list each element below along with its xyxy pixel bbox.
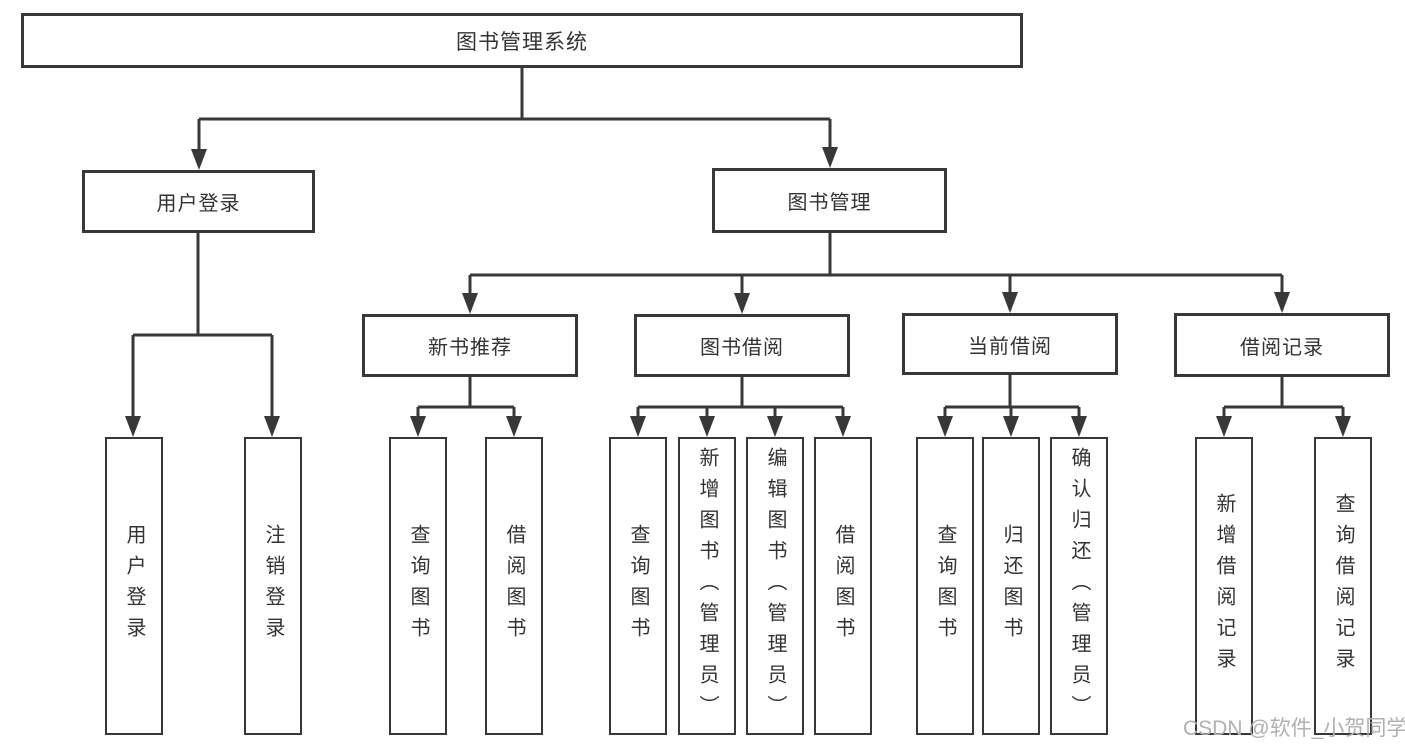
leaf-nb-borrow-books-label: 借阅图书: [503, 524, 525, 648]
csdn-watermark: CSDN @软件_小贺同学: [1183, 717, 1405, 740]
leaf-cb-query-books-label: 查询图书: [934, 524, 956, 648]
node-current-borrowing-label: 当前借阅: [968, 335, 1052, 358]
leaf-bb-add-books-admin-label: 新增图书（管理员）: [696, 446, 718, 726]
node-book-borrowing-label: 图书借阅: [700, 337, 784, 359]
leaf-user-login-label: 用户登录: [123, 524, 145, 648]
leaf-nb-borrow-books: 借阅图书: [485, 437, 543, 735]
leaf-bb-query-books-label: 查询图书: [627, 524, 649, 648]
leaf-br-add-record: 新增借阅记录: [1195, 437, 1253, 735]
leaf-bb-query-books: 查询图书: [609, 437, 667, 735]
node-root-system-label: 图书管理系统: [456, 30, 588, 54]
leaf-bb-borrow-books-label: 借阅图书: [832, 524, 854, 648]
leaf-nb-query-books: 查询图书: [389, 437, 447, 735]
leaf-user-login: 用户登录: [105, 437, 163, 735]
node-borrowing-records: 借阅记录: [1174, 313, 1390, 377]
arrow-down-icon: [125, 147, 1351, 437]
leaf-bb-edit-books-admin-label: 编辑图书（管理员）: [764, 446, 786, 726]
leaf-cb-confirm-return-admin: 确认归还（管理员）: [1050, 437, 1108, 735]
node-book-management: 图书管理: [712, 168, 947, 233]
leaf-br-query-record: 查询借阅记录: [1314, 437, 1372, 735]
leaf-nb-query-books-label: 查询图书: [407, 524, 429, 648]
leaf-cb-return-books: 归还图书: [982, 437, 1040, 735]
node-book-management-label: 图书管理: [787, 192, 872, 214]
leaf-br-query-record-label: 查询借阅记录: [1332, 493, 1354, 679]
leaf-br-add-record-label: 新增借阅记录: [1213, 493, 1235, 679]
leaf-bb-edit-books-admin: 编辑图书（管理员）: [746, 437, 804, 735]
leaf-logout: 注销登录: [244, 437, 302, 735]
tree-edges: [131, 68, 1345, 433]
leaf-cb-confirm-return-admin-label: 确认归还（管理员）: [1068, 446, 1090, 726]
node-new-book-recommend: 新书推荐: [362, 314, 578, 377]
node-user-login-label: 用户登录: [156, 193, 241, 215]
node-user-login: 用户登录: [82, 170, 315, 233]
leaf-cb-query-books: 查询图书: [916, 437, 974, 735]
leaf-cb-return-books-label: 归还图书: [1000, 524, 1022, 648]
node-borrowing-records-label: 借阅记录: [1240, 336, 1324, 359]
leaf-bb-borrow-books: 借阅图书: [814, 437, 872, 735]
node-root-system: 图书管理系统: [21, 13, 1023, 68]
node-new-book-recommend-label: 新书推荐: [428, 337, 512, 359]
node-current-borrowing: 当前借阅: [902, 313, 1118, 375]
leaf-logout-label: 注销登录: [262, 524, 284, 648]
node-book-borrowing: 图书借阅: [634, 314, 850, 377]
leaf-bb-add-books-admin: 新增图书（管理员）: [678, 437, 736, 735]
